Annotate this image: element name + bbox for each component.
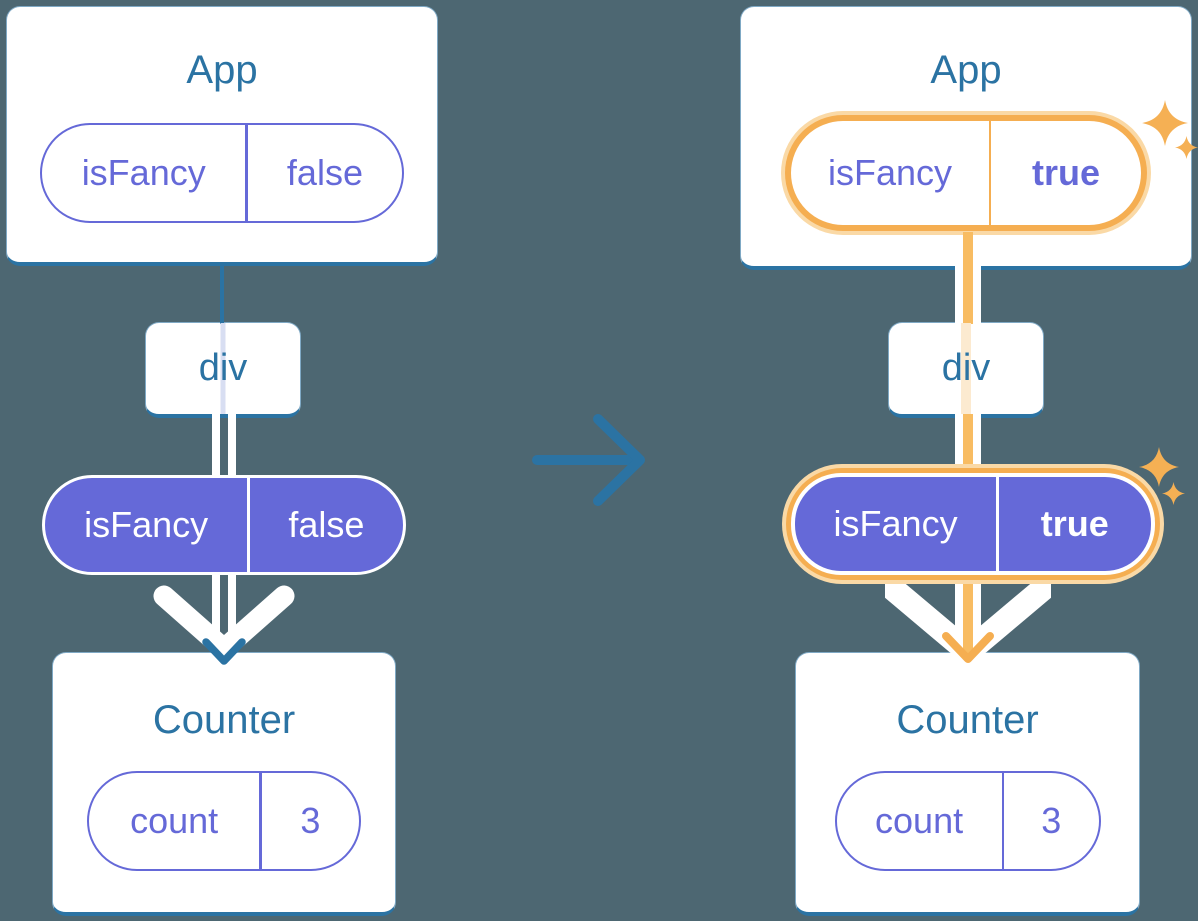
highlight-ring: isFancy true [785, 115, 1147, 231]
prop-name-label: isFancy [81, 152, 206, 193]
passed-prop-pill-after-highlight: isFancy true [782, 464, 1164, 584]
app-card-after: App isFancy true [740, 6, 1192, 270]
down-arrow-icon-after [885, 570, 1051, 664]
passed-prop-pill-after: isFancy true [795, 477, 1151, 571]
connector-div-to-pill-after [955, 414, 981, 480]
sparkle-icon [1175, 136, 1198, 159]
pill-divider [1001, 773, 1005, 869]
prop-name-label: isFancy [84, 504, 209, 545]
counter-title-before: Counter [152, 698, 296, 742]
prop-name-label: isFancy [833, 503, 958, 544]
pill-divider [989, 121, 991, 225]
div-label-before: div [198, 346, 248, 389]
app-card-before: App isFancy false [6, 6, 438, 266]
sparkle-icon [1162, 482, 1185, 505]
counter-card-before: Counter count 3 [52, 652, 396, 916]
passed-prop-pill-before: isFancy false [42, 475, 406, 575]
sparkle-icon [1142, 100, 1188, 146]
state-name-label: count [130, 800, 219, 841]
connector-div-to-pill-before [212, 414, 236, 478]
app-prop-pill-after: isFancy true [791, 121, 1141, 225]
connector-app-to-div-before [220, 264, 224, 324]
connector-app-to-div-after [955, 264, 981, 324]
prop-thread-line-after [961, 323, 971, 414]
app-title-before: App [186, 48, 258, 92]
connector-pill-to-card-after [963, 232, 973, 268]
pill-divider [245, 125, 248, 221]
prop-value-label: false [286, 152, 363, 193]
app-prop-pill-after-highlight: isFancy true [781, 111, 1151, 235]
prop-value-label: false [288, 504, 365, 545]
counter-card-after: Counter count 3 [795, 652, 1140, 916]
prop-value-label: true [1031, 152, 1100, 193]
state-value-label: 3 [300, 800, 321, 841]
prop-value-label: true [1040, 503, 1109, 544]
pill-divider [259, 773, 262, 869]
down-arrow-icon-before [153, 572, 295, 665]
prop-name-label: isFancy [827, 152, 953, 193]
highlight-ring-gap: isFancy true [791, 473, 1155, 575]
pill-divider [996, 477, 999, 571]
div-card-after: div [888, 322, 1044, 418]
div-card-before: div [145, 322, 301, 418]
app-title-after: App [930, 48, 1002, 92]
counter-state-pill-before: count 3 [87, 771, 361, 871]
highlight-ring: isFancy true [786, 468, 1160, 580]
div-label-after: div [941, 346, 991, 389]
counter-state-pill-after: count 3 [834, 771, 1101, 871]
sparkle-icon [1139, 447, 1179, 487]
state-value-label: 3 [1041, 800, 1062, 841]
app-prop-pill-before: isFancy false [40, 123, 404, 223]
counter-title-after: Counter [896, 698, 1039, 742]
prop-thread-line-before [220, 323, 226, 414]
state-name-label: count [875, 800, 964, 841]
transition-arrow-icon [532, 414, 645, 506]
pill-divider [247, 478, 250, 572]
